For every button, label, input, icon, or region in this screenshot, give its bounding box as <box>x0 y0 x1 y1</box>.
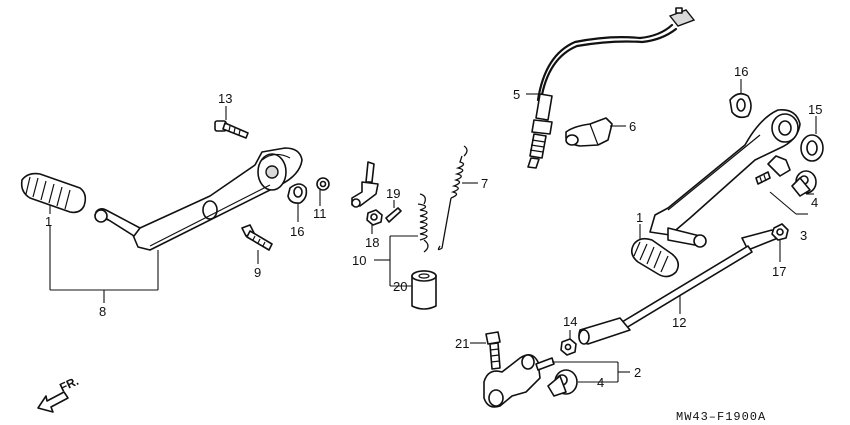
nut-18 <box>366 209 383 226</box>
bolt-21 <box>485 331 501 370</box>
callout-1: 1 <box>45 214 52 229</box>
connector-plug <box>668 7 696 27</box>
front-label: FR. <box>57 374 80 395</box>
callout-1-right: 1 <box>636 210 643 225</box>
callout-14: 14 <box>563 314 577 329</box>
callout-13: 13 <box>218 91 232 106</box>
callout-4-lower: 4 <box>597 375 604 390</box>
callout-20: 20 <box>393 279 407 294</box>
callout-7: 7 <box>481 176 488 191</box>
nut-17 <box>771 223 789 241</box>
gearshift-pedal-assembly <box>483 92 824 408</box>
callout-16-right: 16 <box>734 64 748 79</box>
leader-lines <box>49 79 817 383</box>
callout-5: 5 <box>513 87 520 102</box>
center-parts <box>351 145 468 310</box>
ball-joint-4-upper <box>791 170 817 197</box>
bracket-6 <box>565 117 613 147</box>
callout-4-upper: 4 <box>811 195 818 210</box>
callout-3: 3 <box>800 228 807 243</box>
callout-10: 10 <box>352 253 366 268</box>
front-direction-indicator: FR. <box>37 374 81 413</box>
washer-15 <box>800 134 824 162</box>
washer-16-right <box>729 92 752 119</box>
callout-16: 16 <box>290 224 304 239</box>
pivot-bolt <box>755 155 791 185</box>
bolt-9 <box>241 224 273 251</box>
brake-pedal-assembly <box>20 120 330 251</box>
switch-arm <box>351 161 379 208</box>
washer-16-left <box>287 183 308 204</box>
spring-10 <box>417 193 429 253</box>
switch-body-5 <box>527 93 553 169</box>
front-arrow-icon <box>37 391 69 413</box>
stop-switch-assembly <box>527 7 696 169</box>
callout-19: 19 <box>386 186 400 201</box>
washer-11 <box>316 177 330 191</box>
footpeg-rubber-left <box>20 172 87 214</box>
ball-joint-4-lower <box>547 369 578 397</box>
callout-12: 12 <box>672 315 686 330</box>
pin-19 <box>385 207 402 223</box>
callout-9: 9 <box>254 265 261 280</box>
spring-7 <box>437 145 468 251</box>
callout-21: 21 <box>455 336 469 351</box>
collar-20 <box>411 270 437 310</box>
callout-2: 2 <box>634 365 641 380</box>
shift-arm-2 <box>483 354 555 408</box>
brake-pedal-arm <box>94 147 303 251</box>
callout-15: 15 <box>808 102 822 117</box>
callout-17: 17 <box>772 264 786 279</box>
shift-pedal-arm <box>649 108 801 248</box>
callout-6: 6 <box>629 119 636 134</box>
bolt-13 <box>214 120 249 139</box>
drawing-code: MW43–F1900A <box>676 410 766 424</box>
callout-11: 11 <box>313 206 327 221</box>
callout-labels: 13 1 8 16 11 9 5 6 7 19 18 10 20 16 15 4… <box>45 64 822 390</box>
footpeg-rubber-right <box>630 237 680 278</box>
callout-18: 18 <box>365 235 379 250</box>
callout-8: 8 <box>99 304 106 319</box>
tie-rod-12 <box>578 229 779 345</box>
nut-14 <box>560 338 577 356</box>
